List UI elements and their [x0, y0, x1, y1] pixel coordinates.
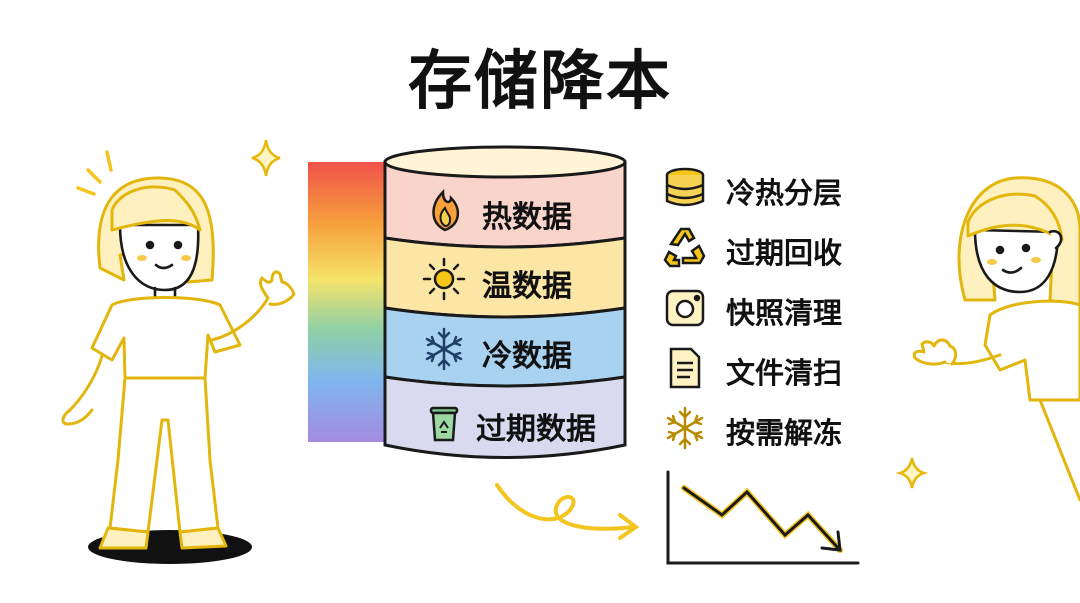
layer-label-expired: 过期数据 [476, 412, 596, 447]
feature-label-file-cleanup: 文件清扫 [726, 356, 843, 390]
decline-chart-icon [666, 470, 860, 565]
snowflake-icon [666, 406, 704, 450]
layer-label-hot: 热数据 [482, 200, 572, 235]
sparkle-icon [251, 139, 281, 177]
layer-label-warm: 温数据 [482, 269, 572, 304]
curly-arrow-icon [495, 483, 640, 540]
snowflake-icon [425, 327, 463, 371]
sparkle-icon [895, 457, 929, 489]
feature-label-tiering: 冷热分层 [726, 176, 843, 210]
recycle-bin-icon [429, 406, 459, 442]
feature-label-thaw: 按需解冻 [726, 416, 843, 450]
snapshot-icon [665, 289, 705, 327]
cylinder-top [383, 145, 627, 179]
document-icon [669, 347, 701, 389]
feature-label-snapshot: 快照清理 [726, 296, 843, 330]
flame-icon [432, 188, 459, 232]
temperature-gradient-bar [308, 162, 385, 442]
database-icon [665, 167, 705, 207]
emphasis-marks [76, 150, 113, 196]
feature-label-expiry: 过期回收 [726, 236, 843, 270]
right-character [912, 176, 1080, 502]
left-character [61, 176, 296, 564]
sun-icon [422, 257, 466, 301]
layer-label-cold: 冷数据 [482, 339, 572, 374]
recycle-arrows-icon [663, 227, 706, 268]
page-title: 存储降本 [408, 45, 672, 119]
